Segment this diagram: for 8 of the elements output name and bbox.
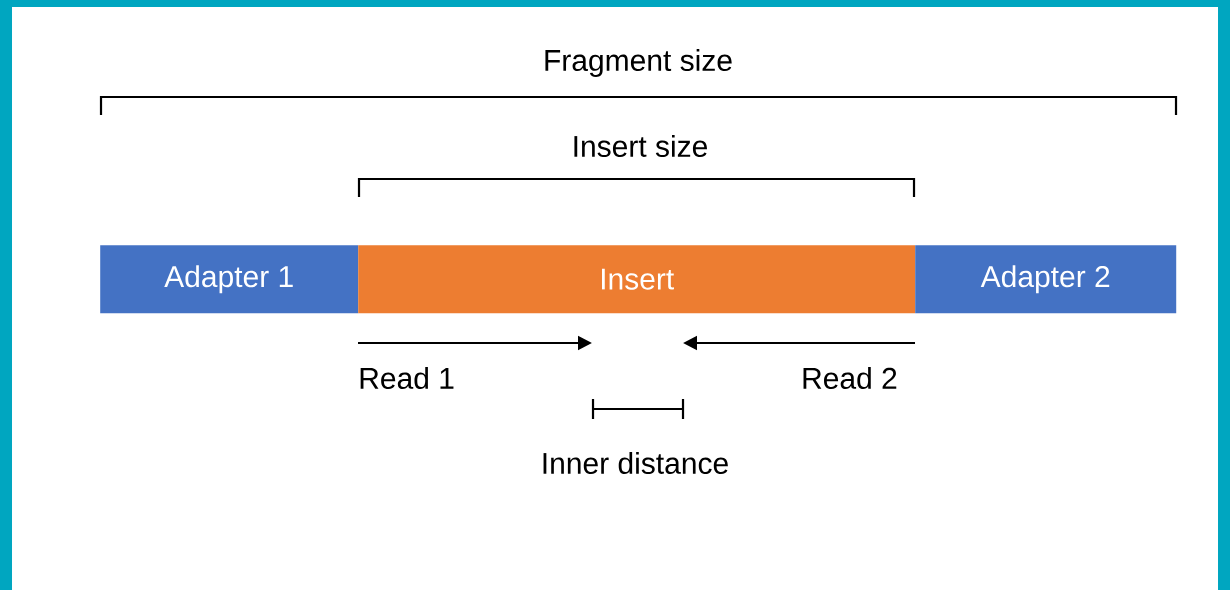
dimension-label: Insert size: [574, 135, 707, 158]
sequence-segment: Adapter 1: [100, 245, 359, 314]
sequence-segment: Insert: [358, 245, 916, 314]
sequence-segment: Adapter 2: [915, 245, 1177, 314]
read-label: Read 1: [360, 367, 454, 390]
dimension-label: Fragment size: [545, 49, 732, 77]
read-label: Read 2: [803, 367, 897, 390]
dimension-label: Inner distance: [543, 452, 728, 475]
